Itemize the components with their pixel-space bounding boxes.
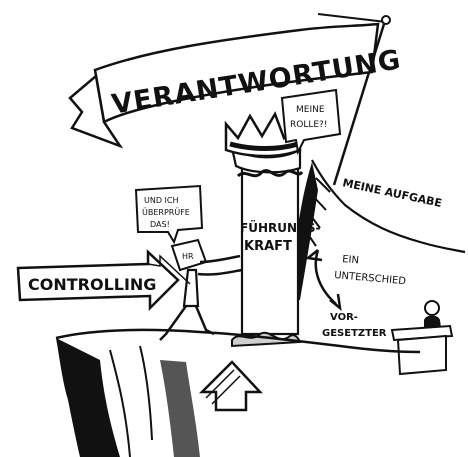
banner-cloth — [93, 22, 380, 124]
tasks-label: MEINE AUFGABE — [341, 176, 443, 210]
up-arrow-icon — [198, 360, 263, 412]
bubble-hr-line1: UND ICH — [144, 196, 179, 205]
banner-fold — [95, 75, 105, 123]
controlling-arrow-shadow — [147, 254, 191, 285]
bubble-role: MEINE ROLLE?! — [280, 88, 342, 156]
bubble-hr: UND ICH ÜBERPRÜFE DAS! — [134, 184, 204, 245]
bubble-hr-line3: DAS! — [150, 220, 170, 229]
bubble-role-line1: MEINE — [296, 105, 325, 115]
difference-group: EIN UNTERSCHIED — [304, 249, 407, 311]
superior-label-2: GESETZTER — [322, 328, 387, 339]
flagpole-top — [317, 13, 387, 23]
superior-figure — [390, 300, 454, 376]
leader-label-2: KRAFT — [244, 239, 292, 254]
cliff-edge — [55, 328, 421, 354]
hr-torso — [182, 268, 200, 308]
controlling-arrow-shape — [16, 249, 180, 312]
leader-pillar: FÜHRUNGS- KRAFT — [224, 111, 321, 348]
cliff-face-right — [160, 360, 200, 457]
mountain-ridge — [311, 159, 466, 254]
flagpole-knob — [381, 15, 391, 25]
controlling-arrow: CONTROLLING — [16, 249, 191, 312]
hr-arm-lower — [197, 268, 243, 276]
difference-label-1: EIN — [342, 254, 360, 266]
superior-head — [424, 300, 440, 316]
cliff — [55, 328, 421, 457]
hr-leg-right — [194, 305, 215, 336]
leader-label-1: FÜHRUNGS- — [240, 220, 321, 235]
cliff-face-left — [56, 338, 120, 457]
difference-arrow-down — [314, 249, 337, 305]
crown-band — [229, 141, 299, 151]
bubble-hr-shape — [134, 184, 204, 245]
bubble-role-shape — [280, 88, 342, 156]
superior-label-1: VOR- — [330, 312, 358, 323]
difference-arrowhead-up — [304, 249, 323, 262]
bubble-role-line2: ROLLE?! — [290, 120, 327, 130]
hr-leg-left — [159, 305, 188, 341]
hr-figure: HR — [159, 238, 243, 341]
hr-badge: HR — [182, 252, 194, 261]
difference-label-2: UNTERSCHIED — [334, 270, 407, 287]
hr-arm-upper — [199, 254, 241, 264]
collar-scribble — [236, 169, 304, 178]
difference-arrowhead — [329, 293, 342, 311]
bubble-hr-line2: ÜBERPRÜFE — [142, 207, 190, 217]
desk-front — [396, 334, 447, 376]
controlling-label: CONTROLLING — [28, 275, 156, 294]
